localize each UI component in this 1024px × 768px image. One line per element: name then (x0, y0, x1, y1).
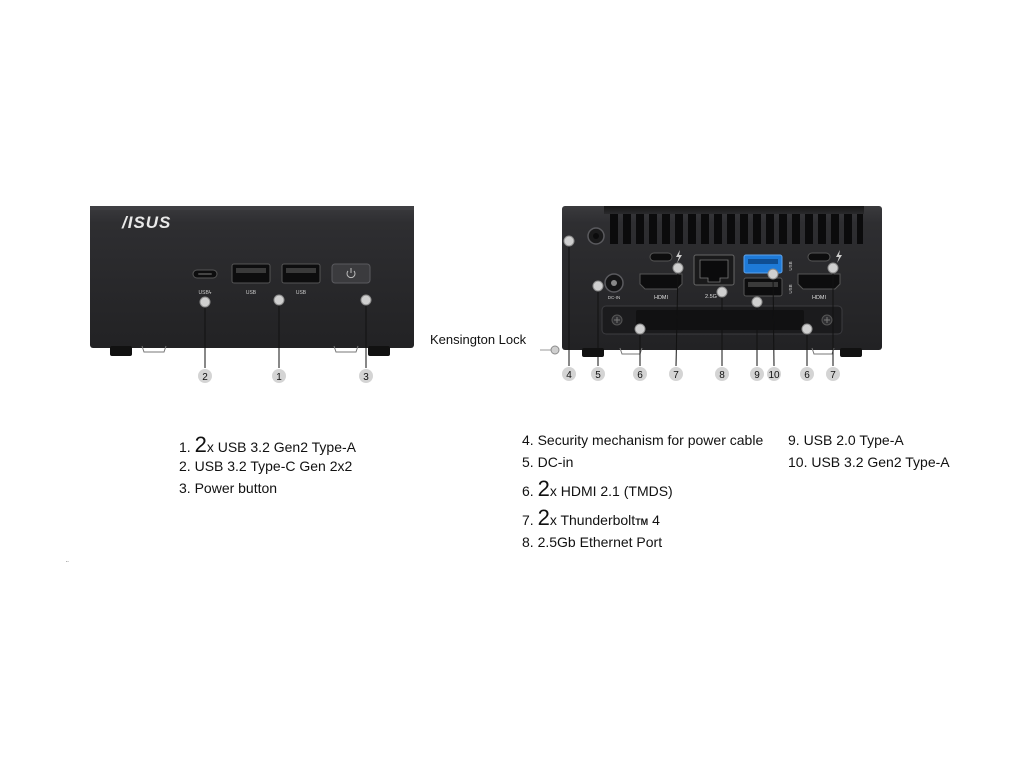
front-usb-c-port: USBϟ (192, 269, 218, 296)
legend-item-4: 4. Security mechanism for power cable (522, 430, 763, 452)
thunderbolt-icon-right (836, 250, 842, 263)
callout-6: 6 (637, 370, 643, 381)
legend-item-7-number: 7. (522, 512, 538, 528)
legend-item-10: 10. USB 3.2 Gen2 Type-A (788, 454, 950, 470)
usb-a-gen2-port: USB (743, 254, 793, 274)
legend-item-7-text: x Thunderbolt (549, 512, 636, 528)
callout-7b: 7 (830, 370, 836, 381)
rear-device: DC-IN HDMI 2.5G USB USB (540, 206, 882, 381)
legend-item-8: 8. 2.5Gb Ethernet Port (522, 532, 763, 554)
usb-c-label: USBϟ (199, 290, 212, 296)
legend-item-4-number: 4. (522, 432, 538, 448)
legend-side-ports: 9. USB 2.0 Type-A 10. USB 3.2 Gen2 Type-… (788, 430, 950, 474)
legend-item-8-text: 2.5Gb Ethernet Port (537, 534, 663, 550)
legend-item-3-text: Power button (194, 480, 278, 496)
dc-in-port: DC-IN (604, 273, 624, 300)
power-icon (346, 270, 356, 279)
asus-logo: /ISUS (121, 213, 171, 232)
usb-a-1-label: USB (246, 290, 257, 296)
front-callout-dots (199, 294, 372, 308)
callout-4: 4 (566, 370, 572, 381)
legend-item-6-count: 2 (537, 476, 550, 501)
callout-9: 9 (754, 370, 760, 381)
callout-5: 5 (595, 370, 601, 381)
usb-top-label: USB (788, 261, 793, 270)
legend-item-3: 3. Power button (179, 478, 356, 500)
legend-item-2-number: 2. (179, 458, 195, 474)
legend-item-1-text: x USB 3.2 Gen2 Type-A (206, 439, 356, 455)
dc-in-label: DC-IN (608, 295, 621, 300)
rear-bracket-left (619, 347, 643, 355)
callout-1: 1 (276, 372, 282, 383)
front-usb-a-port-2: USB (281, 263, 321, 296)
trademark-mark: TM (635, 517, 649, 527)
legend-item-7-count: 2 (537, 505, 550, 530)
hdmi-port-right: HDMI (797, 273, 841, 301)
legend-item-3-number: 3. (179, 480, 195, 496)
rear-foot-right (840, 348, 862, 357)
kensington-pointer-dot (550, 345, 560, 355)
rear-top-strip (604, 206, 864, 214)
front-usb-a-port-1: USB (231, 263, 271, 296)
thunderbolt-port-left (649, 250, 682, 263)
thunderbolt-icon-left (676, 250, 682, 263)
legend-item-6: 6. 2x HDMI 2.1 (TMDS) (522, 474, 763, 503)
front-device: /ISUS USBϟ USB USB (90, 206, 414, 383)
front-bracket-right (333, 345, 359, 353)
front-foot-left (110, 346, 132, 356)
legend-item-6-text: x HDMI 2.1 (TMDS) (549, 483, 673, 499)
legend-item-2: 2. USB 3.2 Type-C Gen 2x2 (179, 456, 356, 478)
ethernet-label: 2.5G (705, 294, 717, 300)
legend-item-6-number: 6. (522, 483, 538, 499)
usb-bottom-label: USB (788, 284, 793, 293)
ethernet-port: 2.5G (693, 254, 735, 300)
callout-2: 2 (202, 372, 208, 383)
kensington-lock-label: Kensington Lock (430, 332, 527, 347)
callout-6b: 6 (804, 370, 810, 381)
power-button (331, 263, 371, 284)
rear-callouts (568, 241, 834, 367)
front-top-edge (90, 206, 414, 210)
legend-item-4-text: Security mechanism for power cable (537, 432, 764, 448)
legend-item-8-number: 8. (522, 534, 538, 550)
rear-callout-dots (563, 235, 839, 335)
usb-a-2-label: USB (296, 290, 307, 296)
callout-3: 3 (363, 372, 369, 383)
callout-7: 7 (673, 370, 679, 381)
rear-callout-badges: 4 5 6 7 8 9 10 6 7 (562, 367, 840, 381)
hdmi-right-label: HDMI (812, 295, 827, 301)
security-lock-slot (587, 227, 605, 245)
legend-item-1: 1. 2x USB 3.2 Gen2 Type-A (179, 434, 356, 456)
callout-10: 10 (768, 370, 780, 381)
legend-item-2-text: USB 3.2 Type-C Gen 2x2 (194, 458, 353, 474)
legend-item-5-number: 5. (522, 454, 538, 470)
front-foot-right (368, 346, 390, 356)
hdmi-left-label: HDMI (654, 295, 669, 301)
legend-item-1-count: 2 (194, 432, 207, 457)
front-callouts (204, 300, 367, 368)
legend-rear-ports: 4. Security mechanism for power cable 5.… (522, 430, 763, 554)
legend-item-7: 7. 2x ThunderboltTM 4 (522, 503, 763, 532)
rear-foot-left (582, 348, 604, 357)
callout-8: 8 (719, 370, 725, 381)
usb-a-2-0-port: USB (743, 277, 793, 297)
legend-front-ports: 1. 2x USB 3.2 Gen2 Type-A 2. USB 3.2 Typ… (179, 434, 356, 500)
legend-item-5-text: DC-in (537, 454, 574, 470)
legend-item-1-number: 1. (179, 439, 195, 455)
legend-item-9: 9. USB 2.0 Type-A (788, 432, 904, 448)
legend-item-5: 5. DC-in (522, 452, 763, 474)
rear-vents (610, 214, 863, 244)
front-bracket-left (141, 345, 167, 353)
thunderbolt-port-right (807, 250, 842, 263)
stray-mark: ¨ (66, 560, 69, 569)
hdmi-port-left: HDMI (639, 273, 683, 301)
front-callout-badges: 2 1 3 (198, 369, 373, 383)
legend-item-7-suffix: 4 (648, 512, 660, 528)
